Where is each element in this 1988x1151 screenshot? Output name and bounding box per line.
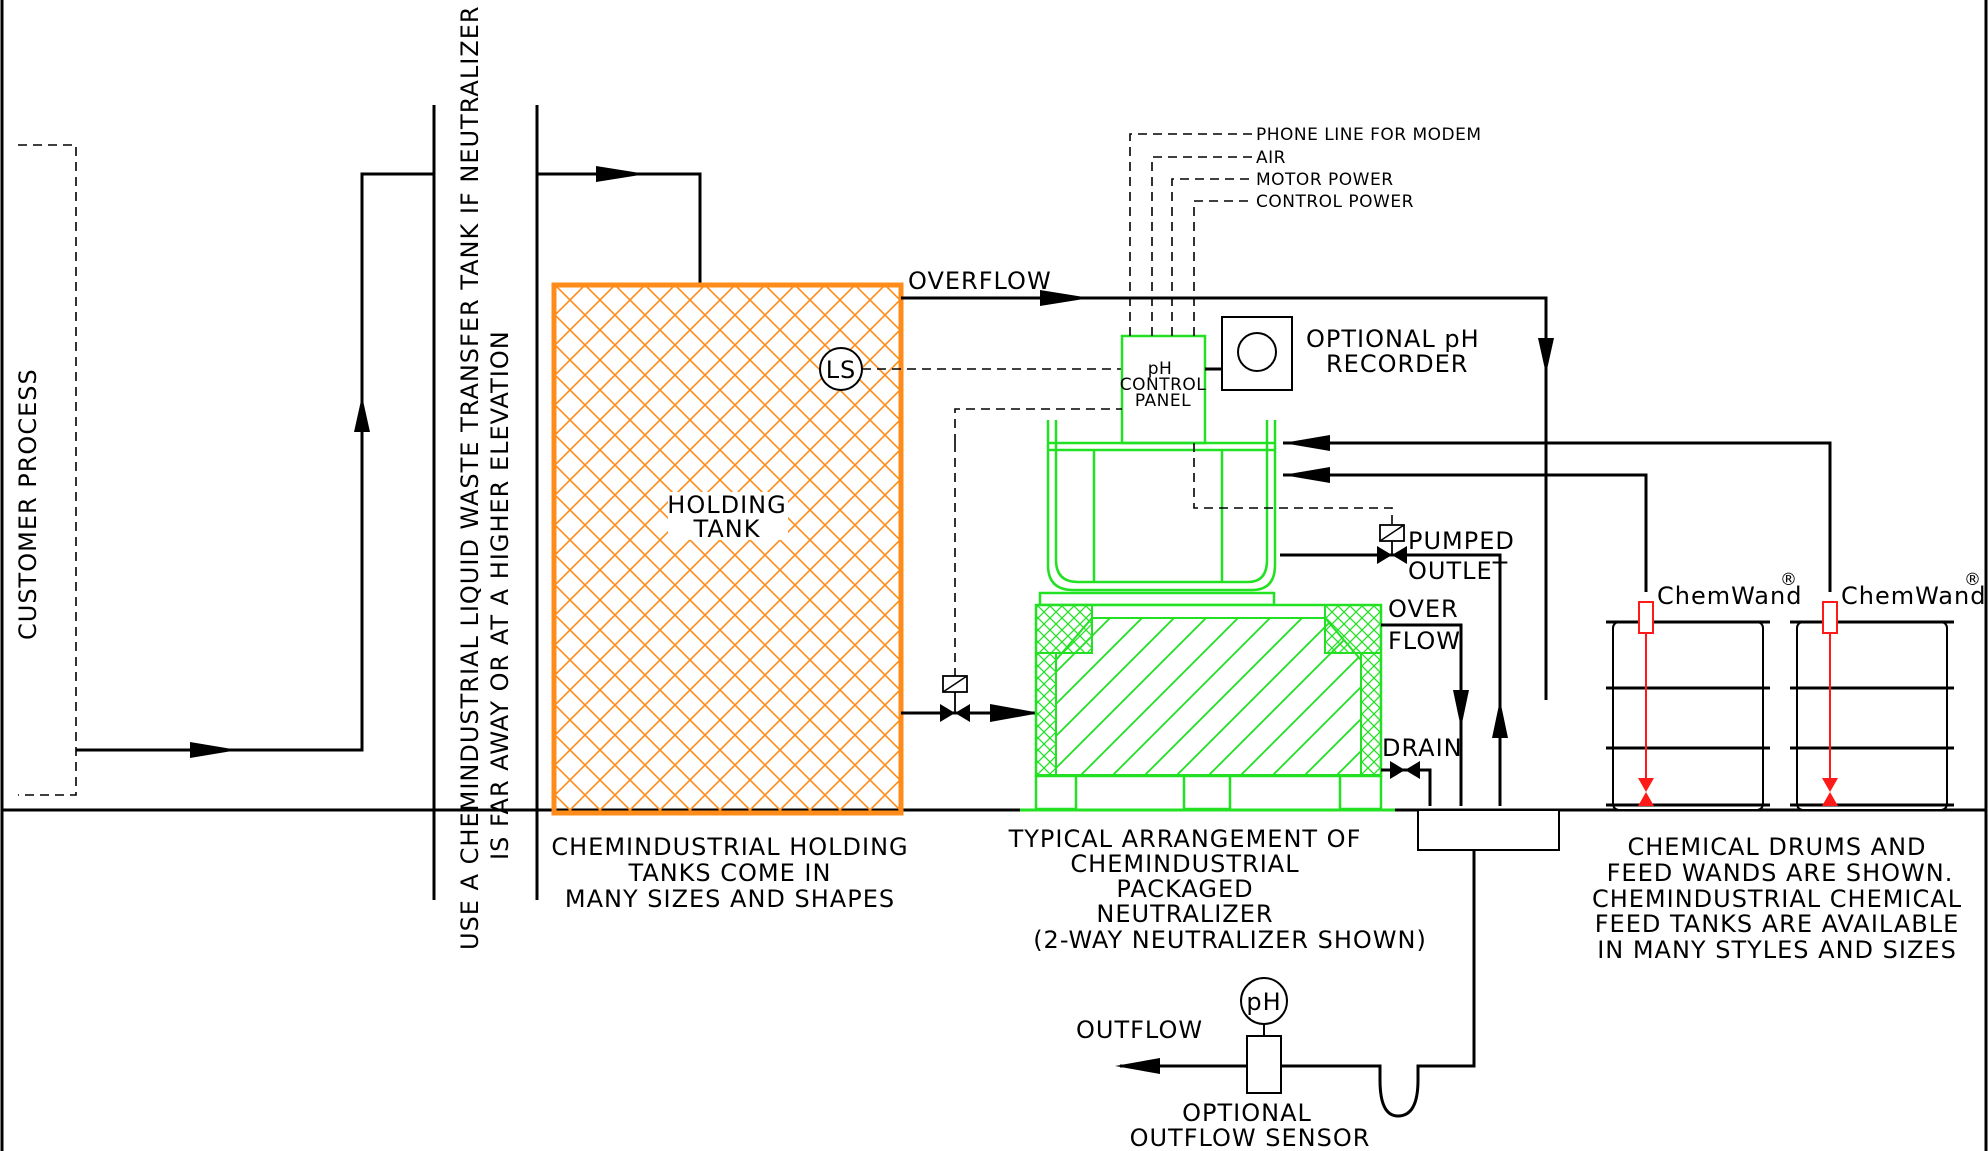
holding-outlet-valve: [901, 408, 1122, 722]
over-label-1: OVER: [1388, 595, 1459, 623]
recorder-label-2: RECORDER: [1326, 350, 1468, 378]
utility-lines: PHONE LINE FOR MODEM AIR MOTOR POWER CON…: [1129, 125, 1482, 336]
chemwand-label-2: ChemWand: [1841, 582, 1986, 610]
ph-sensor-label: pH: [1246, 988, 1281, 1016]
overflow-line: OVER FLOW: [901, 267, 1554, 700]
outflow-sensor: pH OPTIONAL OUTFLOW SENSOR: [1130, 977, 1371, 1151]
neutralizer-caption-2: CHEMINDUSTRIAL: [1070, 850, 1299, 878]
chemwand-reg-2: ®: [1964, 570, 1982, 590]
sump: [1417, 809, 1560, 851]
phone-line-label: PHONE LINE FOR MODEM: [1256, 125, 1482, 145]
holding-caption-3: MANY SIZES AND SHAPES: [565, 885, 895, 913]
holding-tank-label-1: HOLDING: [667, 491, 786, 519]
air-label: AIR: [1256, 148, 1286, 168]
outflow-line: OUTFLOW: [1076, 850, 1476, 1118]
drums-caption-5: IN MANY STYLES AND SIZES: [1597, 936, 1957, 964]
holding-tank-label-2: TANK: [693, 515, 761, 543]
chemical-drum-2: ChemWand ®: [1790, 570, 1986, 811]
drums-caption-3: CHEMINDUSTRIAL CHEMICAL: [1592, 885, 1962, 913]
ph-panel-label-2: CONTROL: [1120, 375, 1207, 395]
chemical-drum-1: ChemWand ®: [1606, 570, 1802, 811]
chemical-feed-lines: [1283, 435, 1832, 592]
drums-caption-2: FEED WANDS ARE SHOWN.: [1607, 859, 1954, 887]
drums-caption: CHEMICAL DRUMS AND FEED WANDS ARE SHOWN.…: [1592, 833, 1962, 964]
customer-process-label: CUSTOMER PROCESS: [14, 368, 42, 640]
holding-tank-caption: CHEMINDUSTRIAL HOLDING TANKS COME IN MAN…: [551, 833, 908, 913]
pumped-label-2: OUTLET: [1408, 557, 1508, 585]
chemwand-label-1: ChemWand: [1657, 582, 1802, 610]
sensor-caption-1: OPTIONAL: [1182, 1099, 1312, 1127]
holding-tank-inlet: [537, 166, 702, 283]
neutralizer-caption-5: (2-WAY NEUTRALIZER SHOWN): [1033, 926, 1427, 954]
ph-control-panel: pH CONTROL PANEL: [1120, 334, 1207, 445]
overflow-label: OVERFLOW: [908, 267, 1052, 295]
ph-panel-label-3: PANEL: [1135, 391, 1191, 411]
neutralizer-caption-1: TYPICAL ARRANGEMENT OF: [1008, 825, 1362, 853]
outflow-label: OUTFLOW: [1076, 1016, 1203, 1044]
recorder-label-1: OPTIONAL pH: [1306, 325, 1480, 353]
neutralizer-caption: TYPICAL ARRANGEMENT OF CHEMINDUSTRIAL PA…: [1008, 825, 1427, 954]
neutralizer-overflow: OVER FLOW: [1381, 595, 1469, 806]
drain: DRAIN: [1381, 734, 1463, 806]
transfer-note-line1: USE A CHEMINDUSTRIAL LIQUID WASTE TRANSF…: [456, 5, 484, 950]
neutralizer-caption-3: PACKAGED: [1116, 875, 1253, 903]
level-switch: LS: [819, 347, 1122, 391]
pumped-outlet: PUMPED OUTLET: [1193, 443, 1515, 806]
ph-recorder: OPTIONAL pH RECORDER: [1205, 316, 1480, 391]
chemwand-reg-1: ®: [1780, 570, 1798, 590]
drums-caption-1: CHEMICAL DRUMS AND: [1627, 833, 1926, 861]
customer-flow-line: [76, 172, 433, 758]
level-switch-label: LS: [826, 356, 857, 384]
transfer-note-line2: IS FAR AWAY OR AT A HIGHER ELEVATION: [486, 330, 514, 860]
drums-caption-4: FEED TANKS ARE AVAILABLE: [1595, 910, 1960, 938]
pumped-label-1: PUMPED: [1408, 527, 1515, 555]
over-label-2: FLOW: [1388, 627, 1461, 655]
neutralizer-lower-bed: [1020, 591, 1395, 812]
holding-caption-1: CHEMINDUSTRIAL HOLDING: [551, 833, 908, 861]
motor-power-label: MOTOR POWER: [1256, 170, 1394, 190]
holding-caption-2: TANKS COME IN: [628, 859, 832, 887]
neutralizer-caption-4: NEUTRALIZER: [1096, 900, 1273, 928]
control-power-label: CONTROL POWER: [1256, 192, 1414, 212]
sensor-caption-2: OUTFLOW SENSOR: [1130, 1124, 1371, 1151]
customer-process: CUSTOMER PROCESS: [14, 144, 77, 796]
transfer-walls: USE A CHEMINDUSTRIAL LIQUID WASTE TRANSF…: [432, 5, 539, 950]
ph-panel-label-1: pH: [1148, 359, 1173, 379]
neutralizer-upper-vessel: [1046, 420, 1277, 592]
drain-label: DRAIN: [1382, 734, 1463, 762]
holding-tank: HOLDING TANK: [551, 282, 904, 816]
